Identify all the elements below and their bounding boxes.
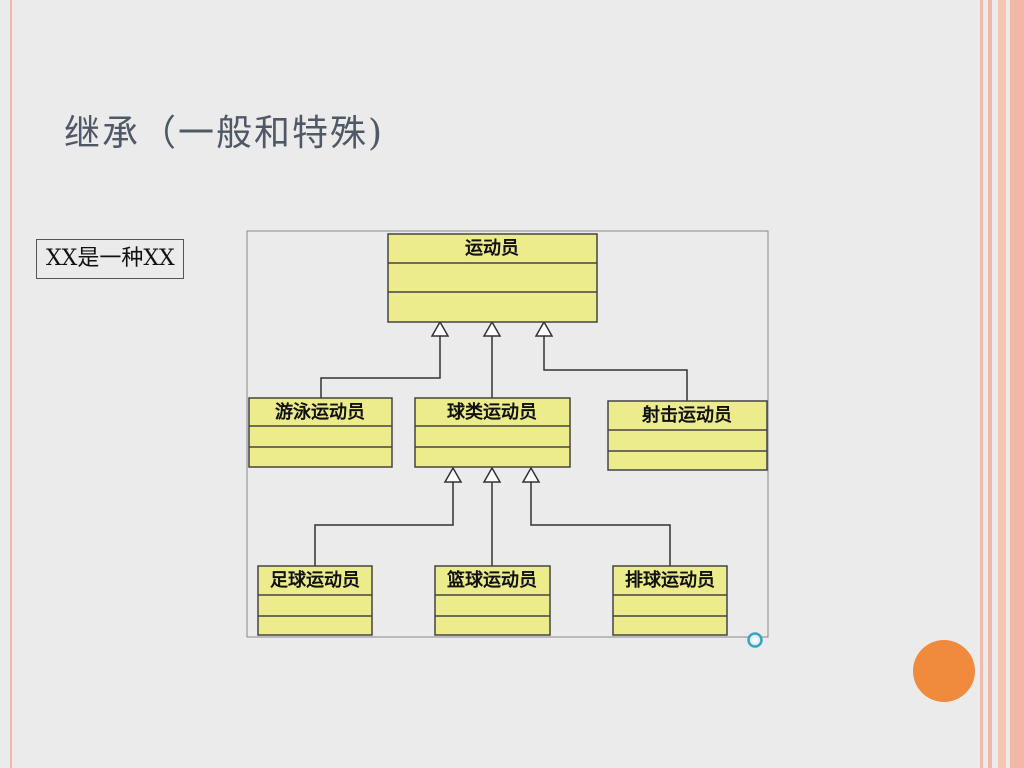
left-decorative-stripe [0, 0, 12, 768]
triangle-arrow-icon [482, 466, 502, 483]
class-box-athlete[interactable]: 运动员 [387, 233, 598, 323]
rotate-handle-icon[interactable] [746, 630, 764, 648]
class-name: 球类运动员 [447, 401, 537, 423]
class-box-volleyball[interactable]: 排球运动员 [612, 565, 728, 636]
generalization-line [543, 336, 688, 401]
class-box-football[interactable]: 足球运动员 [257, 565, 373, 636]
class-box-shooter[interactable]: 射击运动员 [607, 400, 768, 471]
class-name: 足球运动员 [270, 570, 360, 591]
stripe-line [980, 0, 983, 768]
generalization-line [530, 482, 671, 566]
class-box-ball-athlete[interactable]: 球类运动员 [414, 397, 571, 468]
triangle-arrow-icon [534, 320, 554, 337]
note-text: XX是一种XX [46, 246, 175, 271]
generalization-lines [314, 336, 688, 566]
triangle-arrow-icon [482, 320, 502, 337]
triangle-arrow-icon [521, 466, 541, 483]
class-name: 排球运动员 [625, 569, 715, 591]
stripe-line [1010, 0, 1024, 768]
class-box-swimmer[interactable]: 游泳运动员 [248, 397, 393, 468]
orange-circle-icon [913, 640, 975, 702]
note-textbox[interactable] [36, 239, 184, 279]
triangle-arrow-icon [443, 466, 463, 483]
generalization-arrowheads [430, 320, 554, 483]
diagram-frame [246, 230, 769, 638]
stripe-line [998, 0, 1006, 768]
triangle-arrow-icon [430, 320, 450, 337]
generalization-line [320, 336, 441, 398]
class-name: 射击运动员 [641, 404, 732, 426]
class-name: 篮球运动员 [446, 569, 537, 591]
class-box-basketball[interactable]: 篮球运动员 [434, 565, 551, 636]
stripe-line [988, 0, 992, 768]
slide-title: 继承（一般和特殊) [64, 113, 385, 154]
generalization-line [314, 482, 454, 566]
class-name: 游泳运动员 [275, 401, 365, 423]
right-decorative-stripes [978, 0, 1024, 768]
class-name: 运动员 [465, 238, 519, 259]
